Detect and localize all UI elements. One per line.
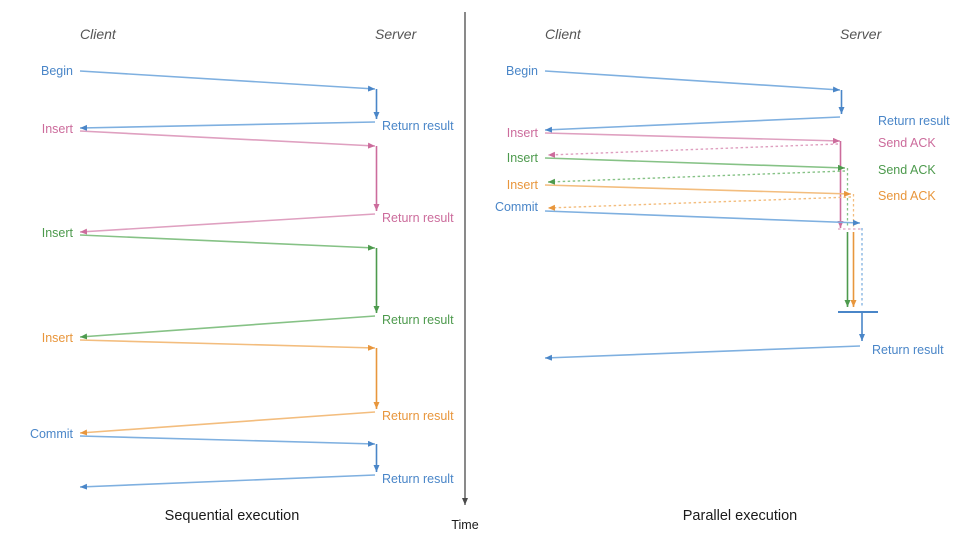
message-insert-2-right <box>544 157 851 307</box>
server-message-label-return-3-left: Return result <box>382 313 454 327</box>
panel-caption-sequential: Sequential execution <box>165 508 300 524</box>
client-message-label-insert-2-left: Insert <box>42 226 74 240</box>
panel-parallel: Client Server <box>495 26 950 524</box>
client-message-label-insert-1-right: Insert <box>507 126 539 140</box>
client-message-label-commit-left: Commit <box>30 427 74 441</box>
message-commit-left <box>79 435 380 490</box>
panel-sequential: Client Server <box>30 26 454 524</box>
panel-caption-parallel: Parallel execution <box>683 508 797 524</box>
message-insert-1-left <box>79 130 380 235</box>
message-insert-1-right <box>544 132 844 228</box>
client-message-label-begin-right: Begin <box>506 64 538 78</box>
server-message-label-return-2-right: Return result <box>872 343 944 357</box>
server-message-label-return-1-right: Return result <box>878 114 950 128</box>
message-begin-left <box>79 70 380 131</box>
time-axis: Time <box>451 12 479 532</box>
client-message-label-begin-left: Begin <box>41 64 73 78</box>
actor-label-server-right: Server <box>840 26 883 42</box>
message-insert-3-right <box>544 184 857 307</box>
message-commit-right <box>544 210 878 361</box>
message-begin-right <box>544 70 845 133</box>
client-message-label-insert-3-left: Insert <box>42 331 74 345</box>
client-message-label-insert-1-left: Insert <box>42 122 74 136</box>
server-message-label-ack-2-right: Send ACK <box>878 163 936 177</box>
actor-label-server-left: Server <box>375 26 418 42</box>
actor-label-client-right: Client <box>545 26 582 42</box>
client-message-label-commit-right: Commit <box>495 200 539 214</box>
server-message-label-ack-1-right: Send ACK <box>878 136 936 150</box>
message-insert-3-left <box>79 339 380 436</box>
time-axis-label: Time <box>451 518 478 532</box>
server-message-label-ack-3-right: Send ACK <box>878 189 936 203</box>
server-message-label-return-4-left: Return result <box>382 409 454 423</box>
actor-label-client-left: Client <box>80 26 117 42</box>
server-message-label-return-1-left: Return result <box>382 119 454 133</box>
client-message-label-insert-3-right: Insert <box>507 178 539 192</box>
client-message-label-insert-2-right: Insert <box>507 151 539 165</box>
server-message-label-return-5-left: Return result <box>382 472 454 486</box>
message-insert-2-left <box>79 234 380 340</box>
server-message-label-return-2-left: Return result <box>382 211 454 225</box>
